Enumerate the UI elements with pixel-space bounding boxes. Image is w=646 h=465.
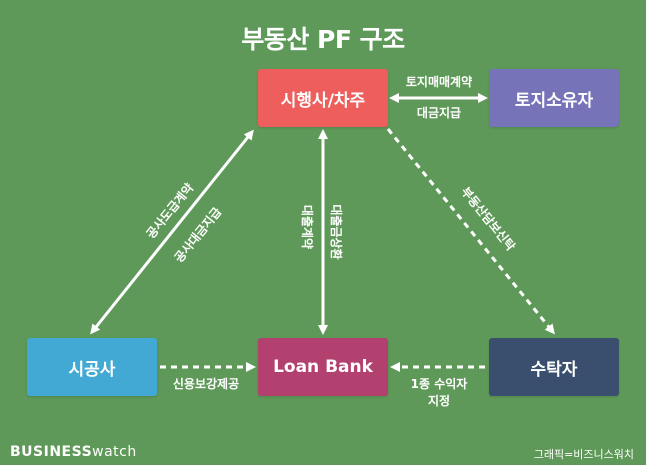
label-land-payment: 대금지급 <box>416 106 462 120</box>
edge-developer-contractor <box>90 129 254 335</box>
node-landowner: 토지소유자 <box>489 69 619 127</box>
label-loan-repayment: 대출금상환 <box>329 204 343 260</box>
label-beneficiary-line2: 지정 <box>427 394 451 408</box>
label-beneficiary-line1: 1종 수익자 <box>410 377 468 391</box>
node-developer: 시행사/차주 <box>258 69 388 127</box>
label-land-contract: 토지매매계약 <box>405 75 473 89</box>
label-loan-contract: 대출계약 <box>300 204 314 250</box>
brand-thin: watch <box>92 444 137 460</box>
edge-developer-trustee <box>386 128 555 335</box>
diagram-title: 부동산 PF 구조 <box>241 25 405 54</box>
brand-logo: BUSINESSwatch <box>10 444 137 460</box>
graphic-credit: 그래픽=비즈니스워치 <box>533 448 634 461</box>
node-trustee: 수탁자 <box>489 338 619 396</box>
node-contractor: 시공사 <box>27 338 157 396</box>
brand-bold: BUSINESS <box>10 444 93 460</box>
label-credit-guarantee: 신용보강제공 <box>172 377 240 391</box>
node-loanbank: Loan Bank <box>258 338 388 396</box>
